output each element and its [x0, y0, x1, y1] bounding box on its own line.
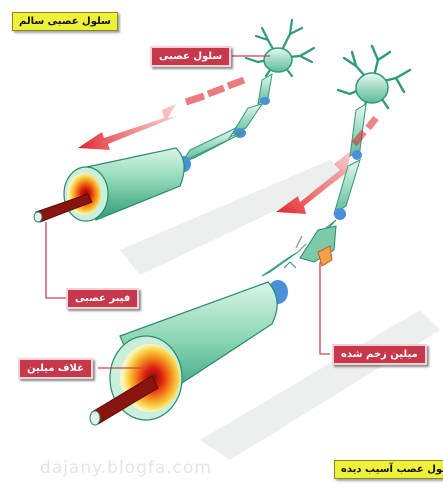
damaged-neuron-title: سلول عصب آسیب دیده: [334, 460, 443, 479]
label-damaged-myelin: میلین زخم شده: [332, 344, 427, 365]
watermark: dajany.blogfa.com: [40, 458, 212, 478]
signal-arrow: [78, 104, 178, 150]
label-nerve-fiber: فیبر عصبی: [66, 288, 139, 309]
label-myelin-sheath: غلاف میلین: [18, 358, 93, 379]
label-nerve-cell: سلول عصبی: [150, 46, 231, 67]
healthy-neuron-title: سلول عصبی سالم: [12, 12, 118, 31]
